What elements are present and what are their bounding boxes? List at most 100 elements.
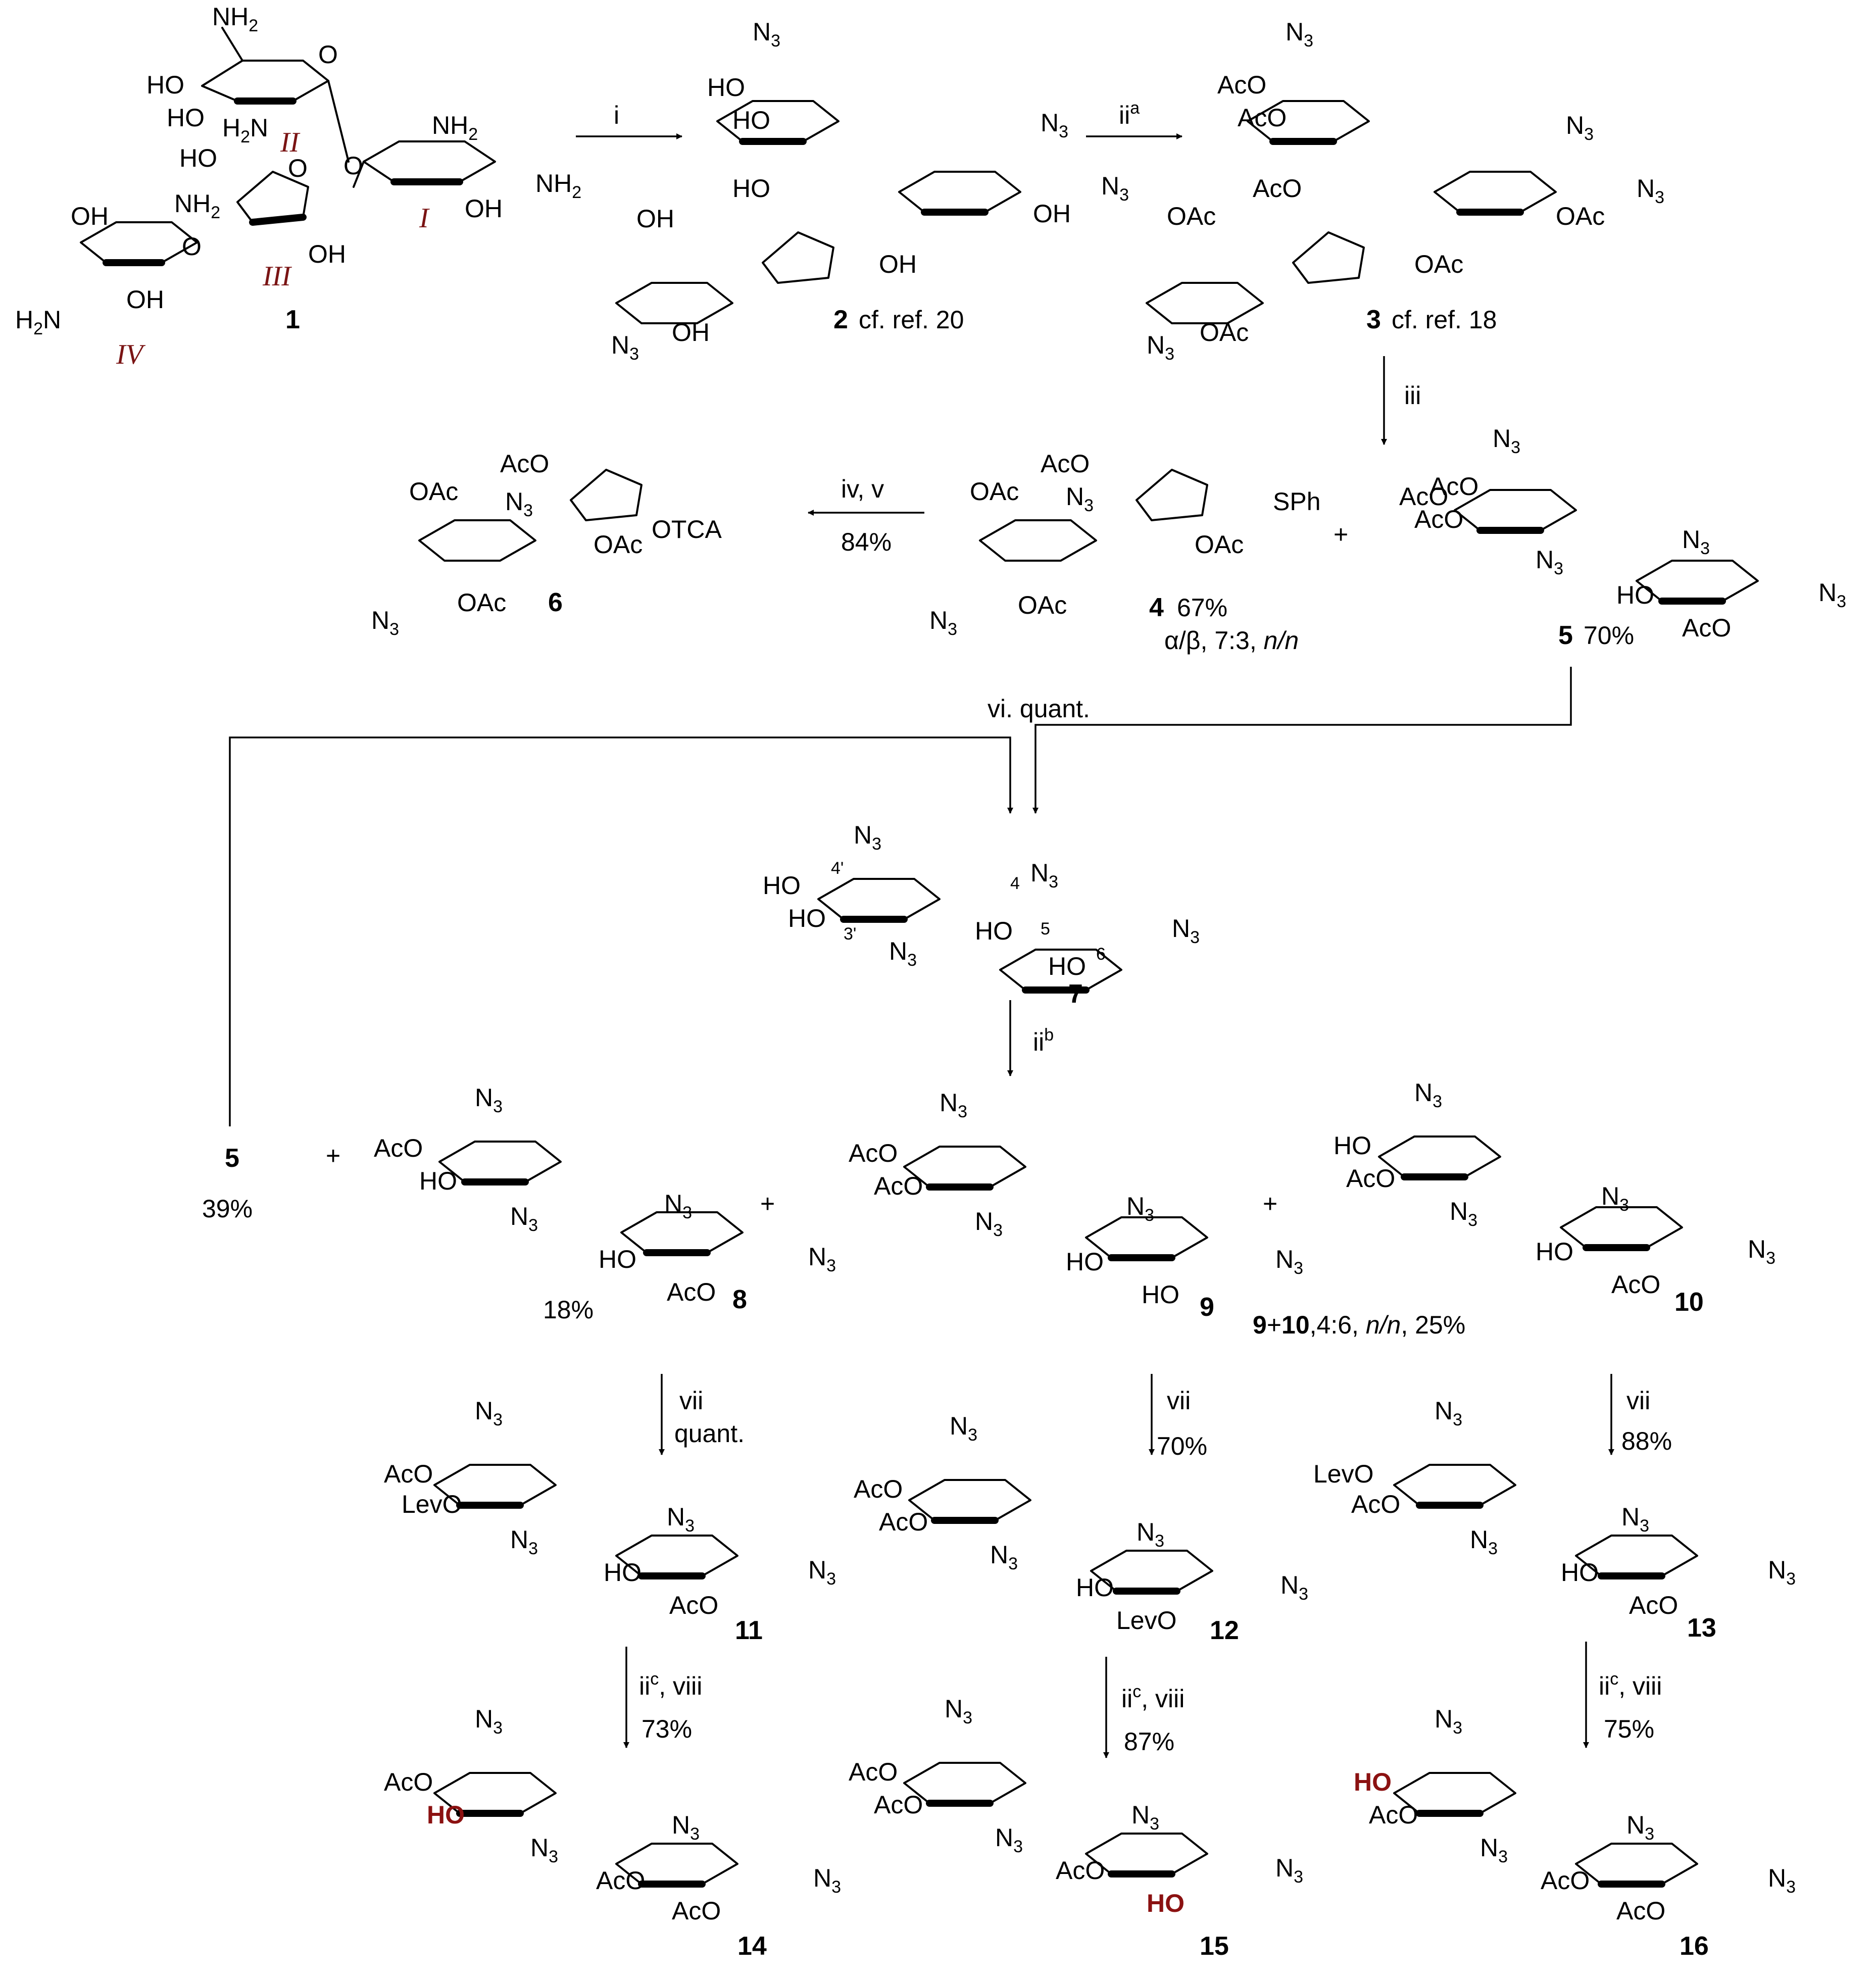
svg-text:HO: HO (732, 106, 770, 134)
svg-text:H2N: H2N (222, 114, 268, 146)
reagent-viii-12: iic, viii (1121, 1682, 1184, 1713)
svg-text:O: O (288, 154, 308, 182)
compound-label-16: 16 (1680, 1932, 1709, 1961)
svg-text:N3: N3 (854, 821, 881, 854)
svg-text:OAc: OAc (1414, 250, 1463, 278)
svg-text:N3: N3 (1626, 1811, 1654, 1844)
svg-text:NH2: NH2 (535, 169, 581, 202)
yield-16: 75% (1604, 1715, 1654, 1743)
yield-14: 73% (641, 1715, 692, 1743)
compound-label-6: 6 (548, 588, 563, 617)
mixture-9-10: 9+10,4:6, n/n, 25% (1253, 1311, 1465, 1339)
svg-text:LevO: LevO (402, 1490, 462, 1518)
svg-text:AcO: AcO (672, 1897, 721, 1925)
plus-9-10: + (1263, 1190, 1277, 1218)
svg-text:6: 6 (1096, 945, 1106, 964)
svg-text:AcO: AcO (1056, 1856, 1105, 1885)
free-hydroxyl-3p: HO (427, 1801, 465, 1829)
svg-text:N3: N3 (1818, 578, 1846, 611)
reagent-vii-8: vii (679, 1387, 703, 1415)
svg-text:N3: N3 (667, 1503, 695, 1536)
svg-text:LevO: LevO (1116, 1606, 1177, 1635)
compound-7: N3 4' HO HO 3' N3 4 N3 N3 HO 5 HO 6 7 (763, 821, 1200, 1009)
svg-text:N3: N3 (510, 1202, 538, 1235)
svg-text:AcO: AcO (1629, 1591, 1678, 1619)
svg-text:HO: HO (1066, 1248, 1104, 1276)
svg-text:OH: OH (71, 202, 109, 230)
ring-label-IV: IV (116, 339, 146, 370)
svg-text:AcO: AcO (1346, 1164, 1395, 1193)
svg-text:AcO: AcO (1369, 1801, 1418, 1829)
svg-text:AcO: AcO (596, 1866, 645, 1895)
svg-text:AcO: AcO (1399, 482, 1448, 511)
plus-4-5: + (1334, 520, 1348, 549)
svg-text:OH: OH (308, 240, 346, 268)
compound-label-10: 10 (1674, 1288, 1704, 1317)
yield-12: 70% (1157, 1432, 1207, 1460)
free-hydroxyl-6: HO (1147, 1889, 1184, 1917)
svg-text:N3: N3 (1637, 174, 1664, 207)
svg-text:N3: N3 (611, 331, 639, 364)
svg-text:AcO: AcO (1253, 174, 1302, 203)
ring-label-III: III (262, 261, 292, 292)
svg-text:N3: N3 (1748, 1235, 1775, 1268)
svg-text:O: O (318, 40, 338, 69)
compound-8: N3 AcO HO N3 N3 N3 HO AcO 18% 8 (374, 1083, 836, 1324)
svg-text:AcO: AcO (384, 1768, 433, 1796)
svg-text:N3: N3 (950, 1412, 977, 1445)
svg-text:N3: N3 (1126, 1192, 1154, 1225)
compound-label-3: 3 (1366, 305, 1381, 334)
svg-text:HO: HO (763, 871, 801, 900)
yield-13: 88% (1621, 1427, 1672, 1455)
svg-text:N3: N3 (1414, 1078, 1442, 1111)
compound-4: AcO OAc N3 SPh OAc OAc N3 4 67% α/β, 7:3… (929, 450, 1321, 655)
svg-text:N3: N3 (1566, 111, 1594, 144)
svg-text:N3: N3 (1147, 331, 1174, 364)
compound-5: N3 AcO AcO AcO N3 N3 N3 HO AcO 5 70% (1399, 424, 1846, 650)
svg-text:N3: N3 (995, 1823, 1023, 1856)
svg-text:OAc: OAc (409, 477, 458, 506)
svg-text:OAc: OAc (1167, 202, 1216, 230)
svg-text:N3: N3 (1682, 525, 1710, 558)
svg-text:N3: N3 (813, 1864, 841, 1897)
svg-text:AcO: AcO (374, 1134, 423, 1162)
svg-text:OAc: OAc (1018, 591, 1067, 619)
svg-text:N3: N3 (1768, 1556, 1796, 1589)
compound-label-2: 2 (833, 305, 848, 334)
svg-text:N3: N3 (1470, 1525, 1498, 1558)
svg-text:N3: N3 (1536, 546, 1563, 578)
compound-label-8: 8 (732, 1285, 747, 1314)
svg-text:N3: N3 (1435, 1705, 1462, 1738)
svg-text:AcO: AcO (1041, 450, 1090, 478)
svg-text:3': 3' (844, 924, 856, 944)
svg-text:OAc: OAc (594, 530, 643, 559)
svg-text:N3: N3 (1275, 1854, 1303, 1887)
svg-text:AcO: AcO (669, 1591, 718, 1619)
compound-16: N3 HO AcO N3 N3 N3 AcO AcO 16 (1354, 1705, 1796, 1961)
svg-text:N3: N3 (1435, 1397, 1462, 1429)
svg-text:OH: OH (1033, 200, 1071, 228)
svg-text:N3: N3 (1101, 172, 1129, 205)
svg-text:N3: N3 (975, 1207, 1003, 1240)
svg-text:HO: HO (1561, 1558, 1599, 1587)
svg-text:HO: HO (604, 1558, 641, 1587)
ring-label-II: II (280, 127, 301, 158)
svg-text:AcO: AcO (1682, 614, 1731, 642)
compound-label-13: 13 (1687, 1613, 1716, 1643)
compound-13: N3 LevO AcO N3 N3 N3 HO AcO 13 (1313, 1397, 1796, 1643)
svg-text:N3: N3 (1493, 424, 1520, 457)
svg-text:N3: N3 (1621, 1503, 1649, 1536)
svg-text:HO: HO (1616, 581, 1654, 609)
svg-text:N3: N3 (753, 18, 780, 51)
reagent-labels: i iia iii iv, v 84% vi. quant. iib vii q… (614, 98, 1672, 1756)
free-hydroxyl-4p: HO (1354, 1768, 1392, 1796)
yield-6: 84% (841, 528, 892, 556)
svg-text:OAc: OAc (457, 588, 506, 617)
svg-text:AcO: AcO (1217, 71, 1266, 99)
svg-text:OAc: OAc (1200, 318, 1249, 347)
ref-2: cf. ref. 20 (859, 306, 964, 334)
svg-text:AcO: AcO (1429, 472, 1478, 501)
compound-12: N3 AcO AcO N3 N3 N3 HO LevO 12 (854, 1412, 1308, 1645)
svg-text:SPh: SPh (1273, 487, 1321, 516)
